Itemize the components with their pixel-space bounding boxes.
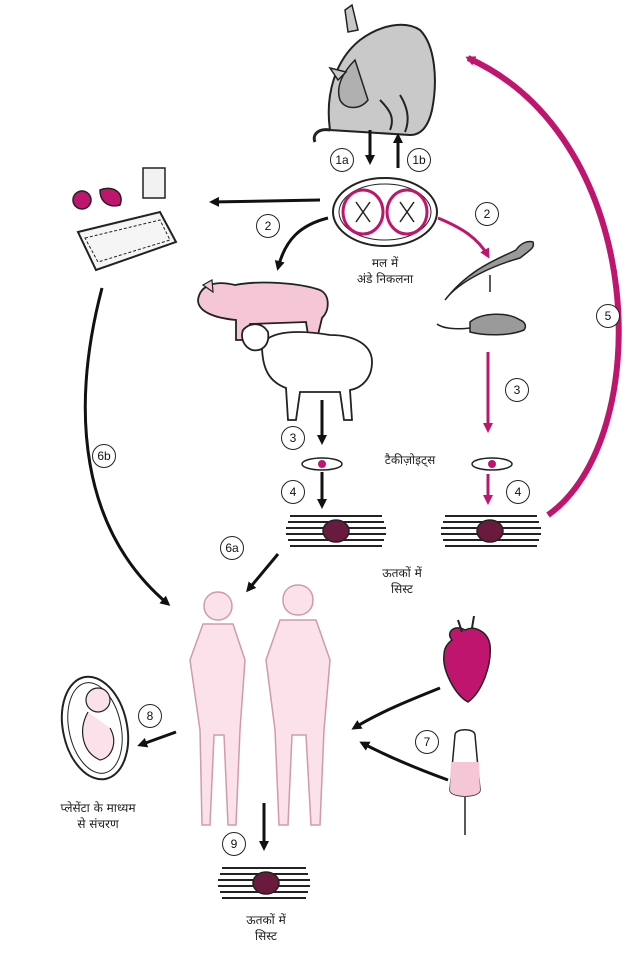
- label-tachyzoites: टैकीज़ोइट्स: [384, 453, 436, 467]
- label-cysts-in-tissue-human: ऊतकों में सिस्ट: [246, 913, 286, 943]
- sheep-illustration: [241, 323, 373, 421]
- tachyzoite-right: [471, 457, 513, 471]
- label-eggs-in-feces: मल में अंडे निकलना: [356, 256, 414, 286]
- step-9: 9: [222, 832, 246, 856]
- arrow-6b: [83, 287, 171, 606]
- step-1a: 1a: [330, 148, 354, 172]
- pigeon-illustration: [444, 240, 535, 301]
- step-7: 7: [415, 730, 439, 754]
- pig-illustration: [197, 279, 329, 341]
- human-figure-left: [189, 591, 246, 826]
- rat-illustration: [436, 313, 527, 336]
- step-6a: 6a: [220, 536, 244, 560]
- arrow-to-food: [209, 196, 321, 207]
- heart-illustration: [443, 615, 491, 703]
- step-6b: 6b: [92, 444, 116, 468]
- step-2-right: 2: [475, 202, 499, 226]
- arrow-8: [137, 730, 177, 748]
- tachyzoite-left: [301, 457, 343, 471]
- label-transplacental-transmission: प्लेसेंटा के माध्यम से संचरण: [60, 801, 136, 831]
- step-4-right: 4: [506, 480, 530, 504]
- tissue-cyst-right: [441, 515, 541, 547]
- fetus-in-uterus-illustration: [60, 675, 130, 781]
- arrow-6a: [246, 553, 280, 593]
- step-3-left: 3: [281, 426, 305, 450]
- oocyst-illustration: [332, 177, 438, 247]
- step-3-right: 3: [505, 378, 529, 402]
- arrow-2-to-birds: [437, 216, 490, 259]
- step-8: 8: [138, 704, 162, 728]
- food-and-water-illustration: [72, 167, 178, 272]
- tissue-cyst-human: [218, 867, 310, 899]
- step-2-left: 2: [256, 214, 280, 238]
- arrow-7-blood: [359, 741, 449, 782]
- arrow-2-to-pig: [274, 216, 329, 271]
- tissue-cyst-left: [286, 515, 386, 547]
- arrow-7-heart: [351, 686, 441, 730]
- arrow-5: [465, 55, 622, 518]
- cat-illustration: [312, 3, 436, 143]
- step-1b: 1b: [407, 148, 431, 172]
- human-figure-right: [265, 584, 331, 826]
- label-cysts-in-tissue: ऊतकों में सिस्ट: [382, 566, 422, 596]
- iv-blood-bag-illustration: [449, 729, 481, 835]
- step-4-left: 4: [281, 480, 305, 504]
- step-5: 5: [596, 304, 620, 328]
